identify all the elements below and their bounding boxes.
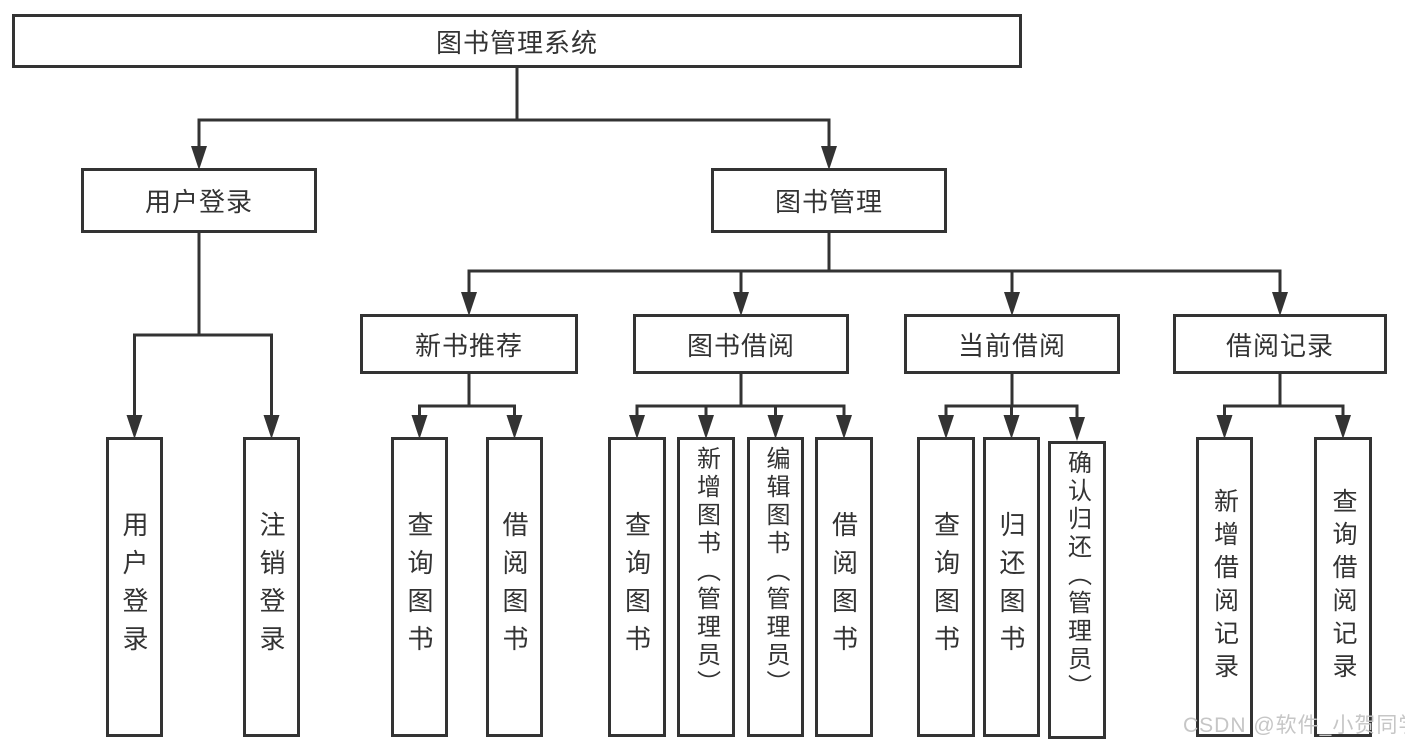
- node-new-book-recommend: 新书推荐: [360, 314, 578, 374]
- node-label: 图书管理系统: [435, 27, 598, 58]
- leaf-edit-books-admin: 编辑图书（管理员）: [747, 437, 804, 737]
- leaf-user-login: 用户登录: [106, 437, 163, 737]
- node-label: 图书管理: [774, 187, 883, 217]
- node-label: 图书借阅: [686, 330, 795, 361]
- leaf-label: 查询图书: [621, 511, 652, 663]
- node-label: 新书推荐: [414, 330, 523, 361]
- leaf-borrow-books-recommend: 借阅图书: [486, 437, 543, 737]
- node-label: 当前借阅: [957, 330, 1066, 361]
- node-label: 用户登录: [144, 187, 253, 217]
- leaf-label: 查询图书: [404, 511, 434, 663]
- leaf-label: 编辑图书（管理员）: [762, 446, 789, 698]
- node-label: 借阅记录: [1225, 330, 1334, 361]
- leaf-query-books-borrowing: 查询图书: [608, 437, 666, 737]
- node-book-borrowing: 图书借阅: [633, 314, 849, 374]
- leaf-label: 注销登录: [256, 511, 286, 663]
- node-book-management: 图书管理: [711, 168, 947, 233]
- leaf-label: 查询图书: [930, 511, 961, 663]
- node-borrow-records: 借阅记录: [1173, 314, 1387, 374]
- node-user-login: 用户登录: [81, 168, 317, 233]
- leaf-label: 借阅图书: [499, 511, 529, 663]
- leaf-borrow-books: 借阅图书: [815, 437, 873, 737]
- leaf-label: 用户登录: [119, 511, 149, 663]
- leaf-query-books-current: 查询图书: [917, 437, 975, 737]
- leaf-logout: 注销登录: [243, 437, 300, 737]
- csdn-watermark: CSDN @软件_小贺同学: [1183, 714, 1405, 737]
- leaf-label: 新增图书（管理员）: [692, 446, 720, 698]
- leaf-label: 确认归还（管理员）: [1063, 450, 1091, 702]
- leaf-add-books-admin: 新增图书（管理员）: [677, 437, 735, 737]
- leaf-confirm-return-admin: 确认归还（管理员）: [1048, 441, 1106, 739]
- leaf-return-books: 归还图书: [983, 437, 1040, 737]
- leaf-label: 归还图书: [996, 511, 1026, 663]
- leaf-label: 查询借阅记录: [1329, 488, 1357, 686]
- leaf-query-borrow-record: 查询借阅记录: [1314, 437, 1372, 737]
- node-library-management-system: 图书管理系统: [12, 14, 1022, 68]
- leaf-query-books-recommend: 查询图书: [391, 437, 448, 737]
- leaf-label: 新增借阅记录: [1210, 488, 1239, 686]
- leaf-add-borrow-record: 新增借阅记录: [1196, 437, 1253, 737]
- node-current-borrowing: 当前借阅: [904, 314, 1120, 374]
- leaf-label: 借阅图书: [828, 511, 859, 663]
